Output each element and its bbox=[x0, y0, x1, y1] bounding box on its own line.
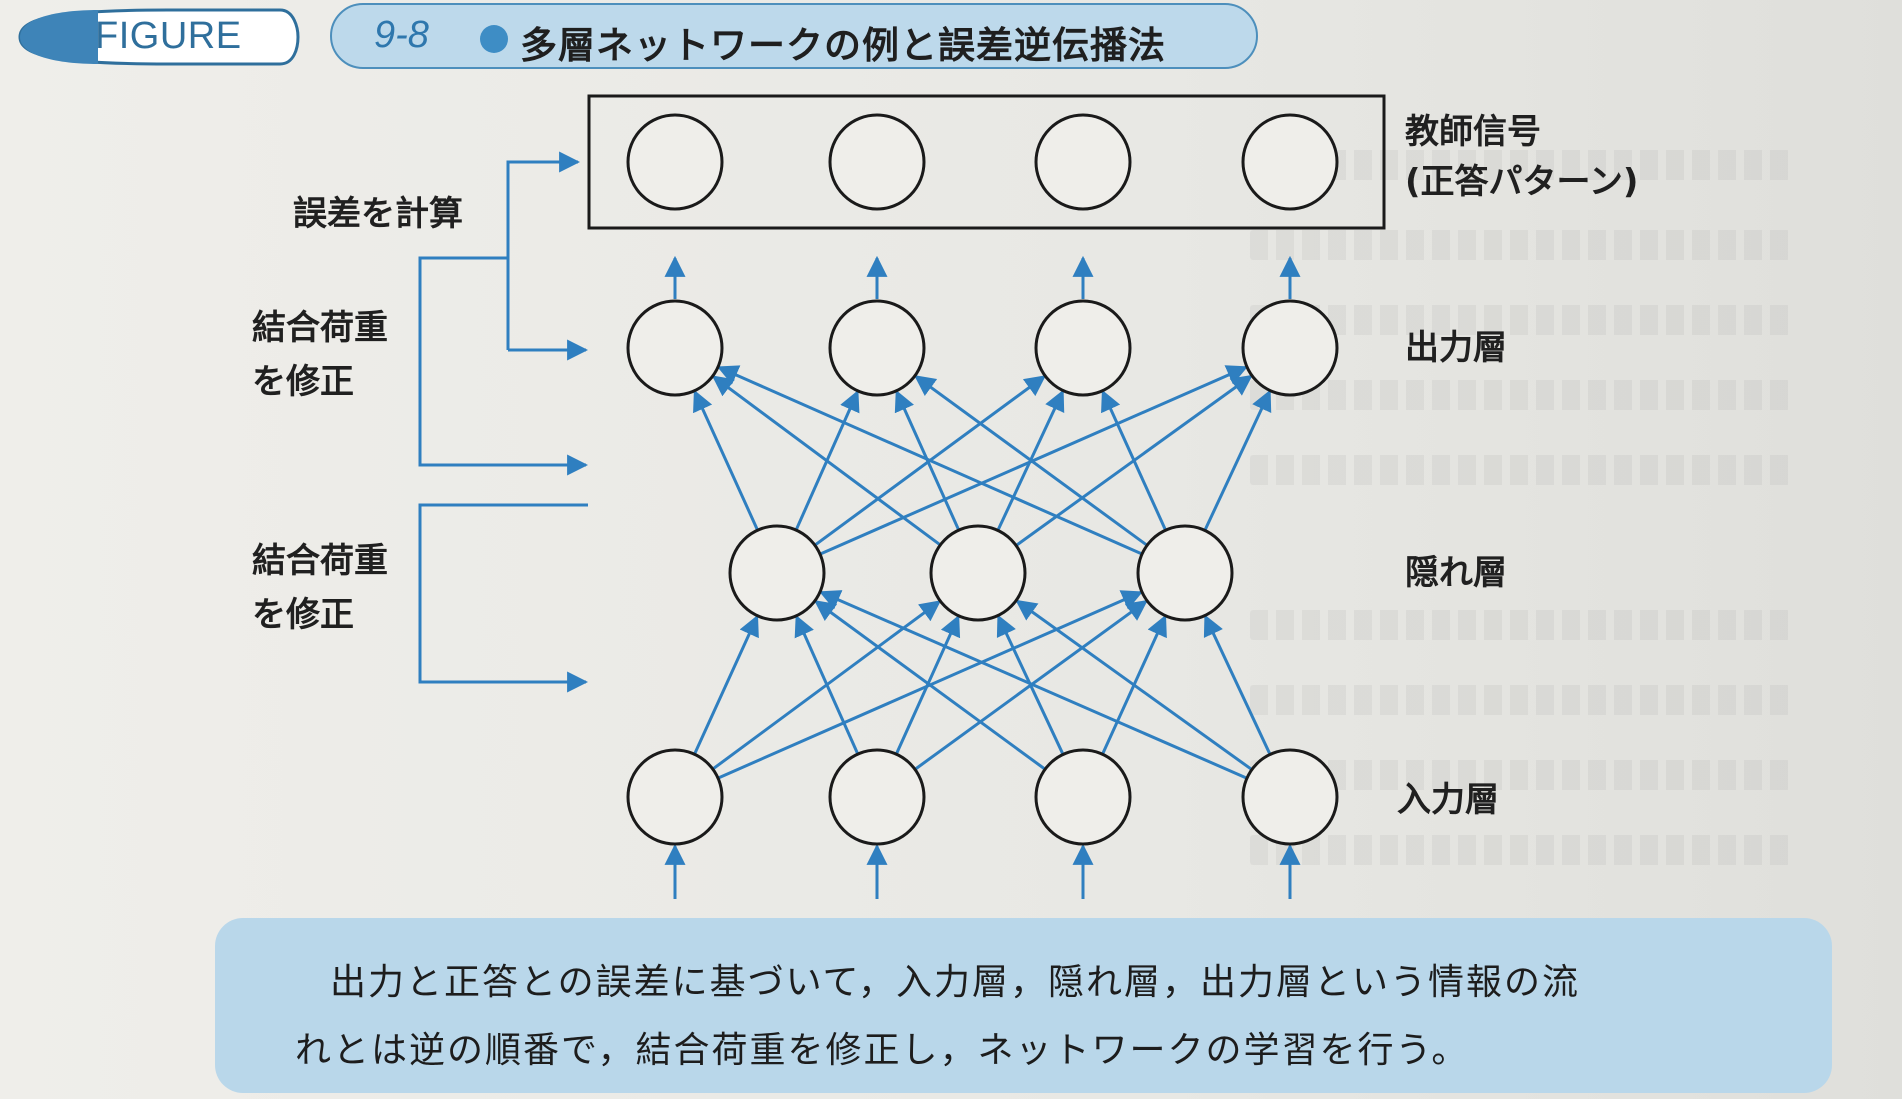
figure-badge bbox=[18, 8, 300, 66]
adjust-weights-lower-label: 結合荷重 を修正 bbox=[252, 541, 388, 635]
bleed-through-line bbox=[1250, 685, 1790, 715]
figure-label: FIGURE bbox=[95, 15, 242, 57]
input-hidden-connection bbox=[814, 600, 1046, 771]
caption-line-2: れとは逆の順番で，結合荷重を修正し，ネットワークの学習を行う。 bbox=[295, 1030, 1470, 1071]
output-node bbox=[1034, 299, 1132, 397]
adjust-weights-lower-line-2: を修正 bbox=[252, 595, 354, 636]
adjust-weights-upper-label: 結合荷重 を修正 bbox=[252, 308, 388, 402]
output-node bbox=[626, 299, 724, 397]
hidden-output-connection bbox=[716, 365, 1143, 556]
hidden-output-connection bbox=[914, 375, 1148, 547]
teacher-node bbox=[1241, 113, 1339, 211]
hidden-node bbox=[929, 524, 1027, 622]
input-node bbox=[626, 748, 724, 846]
compute-error-arrow bbox=[506, 151, 581, 350]
bleed-through-line bbox=[1250, 305, 1790, 335]
adjust-upper-weights-arrow bbox=[418, 256, 589, 476]
teacher-node bbox=[626, 113, 724, 211]
input-hidden-connection bbox=[819, 590, 1248, 780]
teacher-node bbox=[1034, 113, 1132, 211]
input-hidden-connection bbox=[1203, 614, 1272, 756]
bleed-through-line bbox=[1250, 610, 1790, 640]
teacher-signal-label: 教師信号 (正答パターン) bbox=[1405, 112, 1638, 202]
hidden-node bbox=[728, 524, 826, 622]
input-hidden-connection bbox=[894, 614, 961, 755]
input-node bbox=[1241, 748, 1339, 846]
output-node bbox=[828, 299, 926, 397]
output-layer-label: 出力層 bbox=[1405, 328, 1507, 368]
input-hidden-connection bbox=[1015, 599, 1253, 771]
title-banner: 9-8 多層ネットワークの例と誤差逆伝播法 bbox=[330, 3, 1258, 69]
bleed-through-line bbox=[1250, 230, 1790, 260]
teacher-node bbox=[828, 113, 926, 211]
compute-error-label: 誤差を計算 bbox=[293, 194, 463, 234]
output-node bbox=[1241, 299, 1339, 397]
input-layer-label: 入力層 bbox=[1397, 780, 1499, 820]
caption-line-1: 出力と正答との誤差に基づいて，入力層，隠れ層，出力層という情報の流 bbox=[330, 962, 1581, 1003]
adjust-weights-upper-line-2: を修正 bbox=[252, 362, 354, 403]
input-hidden-connection bbox=[996, 614, 1065, 756]
input-hidden-connection bbox=[794, 614, 860, 755]
hidden-output-connection bbox=[1101, 389, 1167, 531]
bleed-through-line bbox=[1250, 835, 1790, 865]
adjust-lower-weights-arrow bbox=[418, 503, 589, 693]
caption-box: 出力と正答との誤差に基づいて，入力層，隠れ層，出力層という情報の流 れとは逆の順… bbox=[215, 918, 1832, 1093]
figure-number: 9-8 bbox=[374, 14, 429, 56]
bleed-through-line bbox=[1250, 380, 1790, 410]
connections-layer bbox=[664, 255, 1301, 899]
teacher-signal-line-2: (正答パターン) bbox=[1405, 162, 1639, 203]
input-hidden-connection bbox=[693, 614, 759, 755]
bleed-through-line bbox=[1250, 455, 1790, 485]
bleed-through-line bbox=[1250, 760, 1790, 790]
figure-title: 多層ネットワークの例と誤差逆伝播法 bbox=[520, 24, 1166, 67]
title-bullet-icon bbox=[480, 25, 508, 53]
input-node bbox=[1034, 748, 1132, 846]
hidden-output-connection bbox=[693, 389, 759, 531]
adjust-weights-upper-line-1: 結合荷重 bbox=[252, 308, 388, 348]
bracket-lines bbox=[418, 151, 589, 693]
hidden-output-connection bbox=[1203, 389, 1272, 532]
input-node bbox=[828, 748, 926, 846]
adjust-weights-lower-line-1: 結合荷重 bbox=[252, 541, 388, 581]
hidden-layer-label: 隠れ層 bbox=[1405, 553, 1507, 593]
hidden-output-connection bbox=[711, 375, 942, 547]
nodes-layer bbox=[626, 113, 1339, 846]
teacher-signal-box bbox=[587, 94, 1386, 230]
teacher-signal-line-1: 教師信号 bbox=[1405, 112, 1541, 152]
hidden-node bbox=[1136, 524, 1234, 622]
bleed-through-line bbox=[1250, 150, 1790, 180]
